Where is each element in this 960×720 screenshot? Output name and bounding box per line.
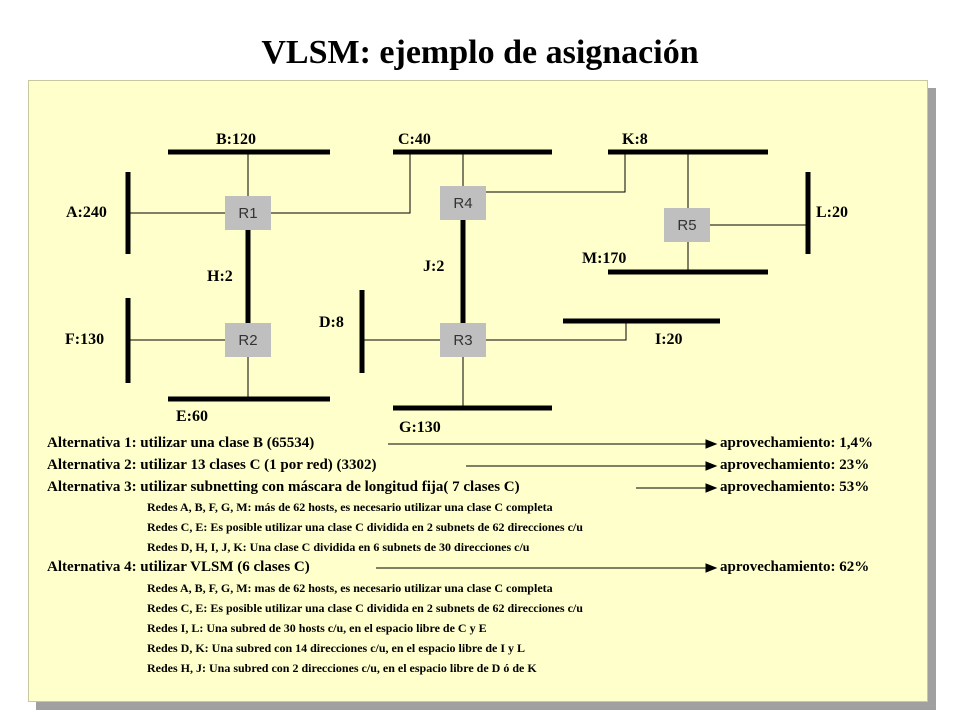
alternative-1-result: aprovechamiento: 1,4% <box>720 435 874 451</box>
alternative-3-detail: Redes C, E: Es posible utilizar una clas… <box>147 520 583 534</box>
alternative-2-result: aprovechamiento: 23% <box>720 457 870 473</box>
label-net-e: E:60 <box>176 408 208 425</box>
alternative-4-detail: Redes H, J: Una subred con 2 direcciones… <box>147 661 537 675</box>
label-net-g: G:130 <box>399 419 441 436</box>
router-r1: R1 <box>225 196 271 230</box>
label-net-f: F:130 <box>65 331 105 348</box>
alternative-4-detail: Redes A, B, F, G, M: mas de 62 hosts, es… <box>147 581 553 595</box>
router-r4: R4 <box>440 186 486 220</box>
label-net-d: D:8 <box>319 314 344 331</box>
label-net-l: L:20 <box>816 204 848 221</box>
router-r2: R2 <box>225 323 271 357</box>
page-title: VLSM: ejemplo de asignación <box>261 34 699 71</box>
alternative-1: Alternativa 1: utilizar una clase B (655… <box>47 435 315 451</box>
label-net-h: H:2 <box>207 268 233 285</box>
alternative-3-detail: Redes D, H, I, J, K: Una clase C dividid… <box>147 540 530 554</box>
label-net-c: C:40 <box>398 131 431 148</box>
label-net-j: J:2 <box>423 258 445 275</box>
alternative-4-result: aprovechamiento: 62% <box>720 559 870 575</box>
label-net-i: I:20 <box>655 331 683 348</box>
label-net-m: M:170 <box>582 250 627 267</box>
alternative-4: Alternativa 4: utilizar VLSM (6 clases C… <box>47 559 310 575</box>
alternative-4-detail: Redes D, K: Una subred con 14 direccione… <box>147 641 525 655</box>
router-r5: R5 <box>664 208 710 242</box>
label-net-a: A:240 <box>66 204 107 221</box>
alternative-3-result: aprovechamiento: 53% <box>720 479 870 495</box>
content-panel <box>28 80 928 702</box>
alternative-4-detail: Redes I, L: Una subred de 30 hosts c/u, … <box>147 621 487 635</box>
label-net-b: B:120 <box>216 131 256 148</box>
label-net-k: K:8 <box>622 131 648 148</box>
alternative-2: Alternativa 2: utilizar 13 clases C (1 p… <box>47 457 377 473</box>
alternative-3-detail: Redes A, B, F, G, M: más de 62 hosts, es… <box>147 500 553 514</box>
alternative-4-detail: Redes C, E: Es posible utilizar una clas… <box>147 601 583 615</box>
router-r3: R3 <box>440 323 486 357</box>
alternative-3: Alternativa 3: utilizar subnetting con m… <box>47 479 520 495</box>
